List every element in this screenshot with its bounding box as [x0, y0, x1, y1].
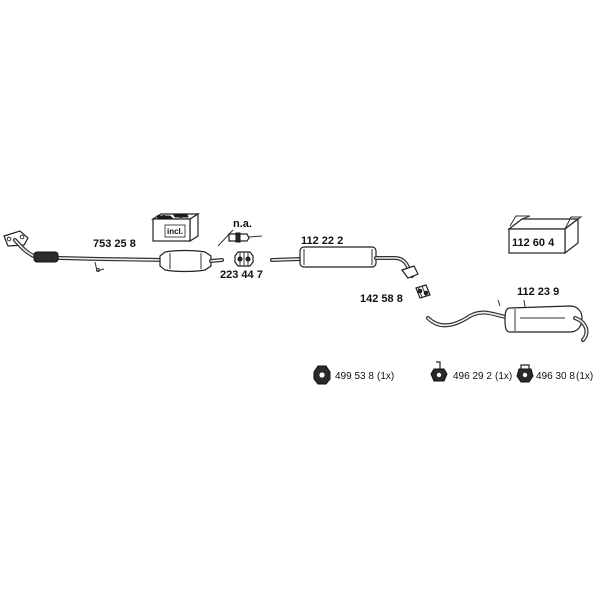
lambda-sensor [228, 232, 263, 243]
middle-silencer-label: 112 22 2 [301, 235, 343, 247]
hanger-2-number: 496 29 2 [453, 371, 492, 382]
rear-silencer-label: 112 23 9 [517, 286, 559, 298]
front-pipe-label: 753 25 8 [93, 238, 136, 250]
catalyst-kit-label: incl. [167, 227, 183, 236]
clamp-2-label: 142 58 8 [360, 293, 403, 305]
hanger-1-qty: (1x) [377, 371, 394, 382]
clamp-1 [234, 251, 254, 267]
catalyst-kit-box: incl. [150, 212, 201, 243]
hanger-3-icon [516, 364, 534, 383]
rear-silencer [426, 299, 589, 342]
clamp-2 [415, 284, 431, 299]
clamp-1-label: 223 44 7 [220, 269, 263, 281]
hanger-2-qty: (1x) [495, 371, 512, 382]
catalytic-converter [159, 249, 224, 273]
front-pipe [3, 230, 167, 272]
leader-line-na [217, 229, 234, 247]
catalyst-note-label: n.a. [233, 218, 252, 230]
hanger-1-icon [313, 365, 331, 385]
hanger-3-qty: (1x) [576, 371, 593, 382]
middle-silencer [270, 246, 419, 279]
flange-hole-right [19, 234, 25, 240]
mounting-kit-box [507, 215, 583, 255]
hanger-1-number: 499 53 8 [335, 371, 374, 382]
flange-hole-left [6, 236, 12, 242]
hanger-2-icon [430, 361, 448, 382]
hanger-3-number: 496 30 8 [536, 371, 575, 382]
mounting-kit-label: 112 60 4 [512, 237, 555, 249]
